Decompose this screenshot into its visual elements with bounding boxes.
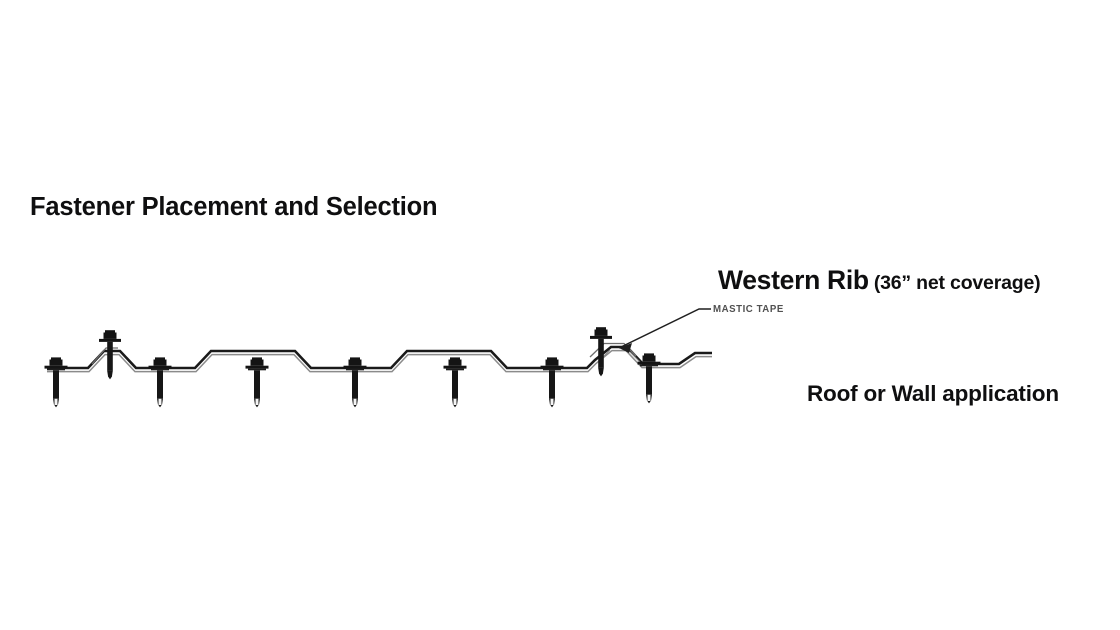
product-name: Western Rib [718,265,869,295]
page-title: Fastener Placement and Selection [30,193,438,221]
mastic-tape-leader-line [618,308,711,353]
product-coverage: (36” net coverage) [873,272,1041,294]
fastener-group-valley [44,353,661,408]
fastener-group-rib-top [99,327,612,380]
mastic-tape-label: MASTIC TAPE [713,303,784,315]
panel-profile-line [47,342,712,373]
product-heading: Western Rib(36” net coverage) [718,265,1041,296]
application-note: Roof or Wall application [807,381,1059,406]
